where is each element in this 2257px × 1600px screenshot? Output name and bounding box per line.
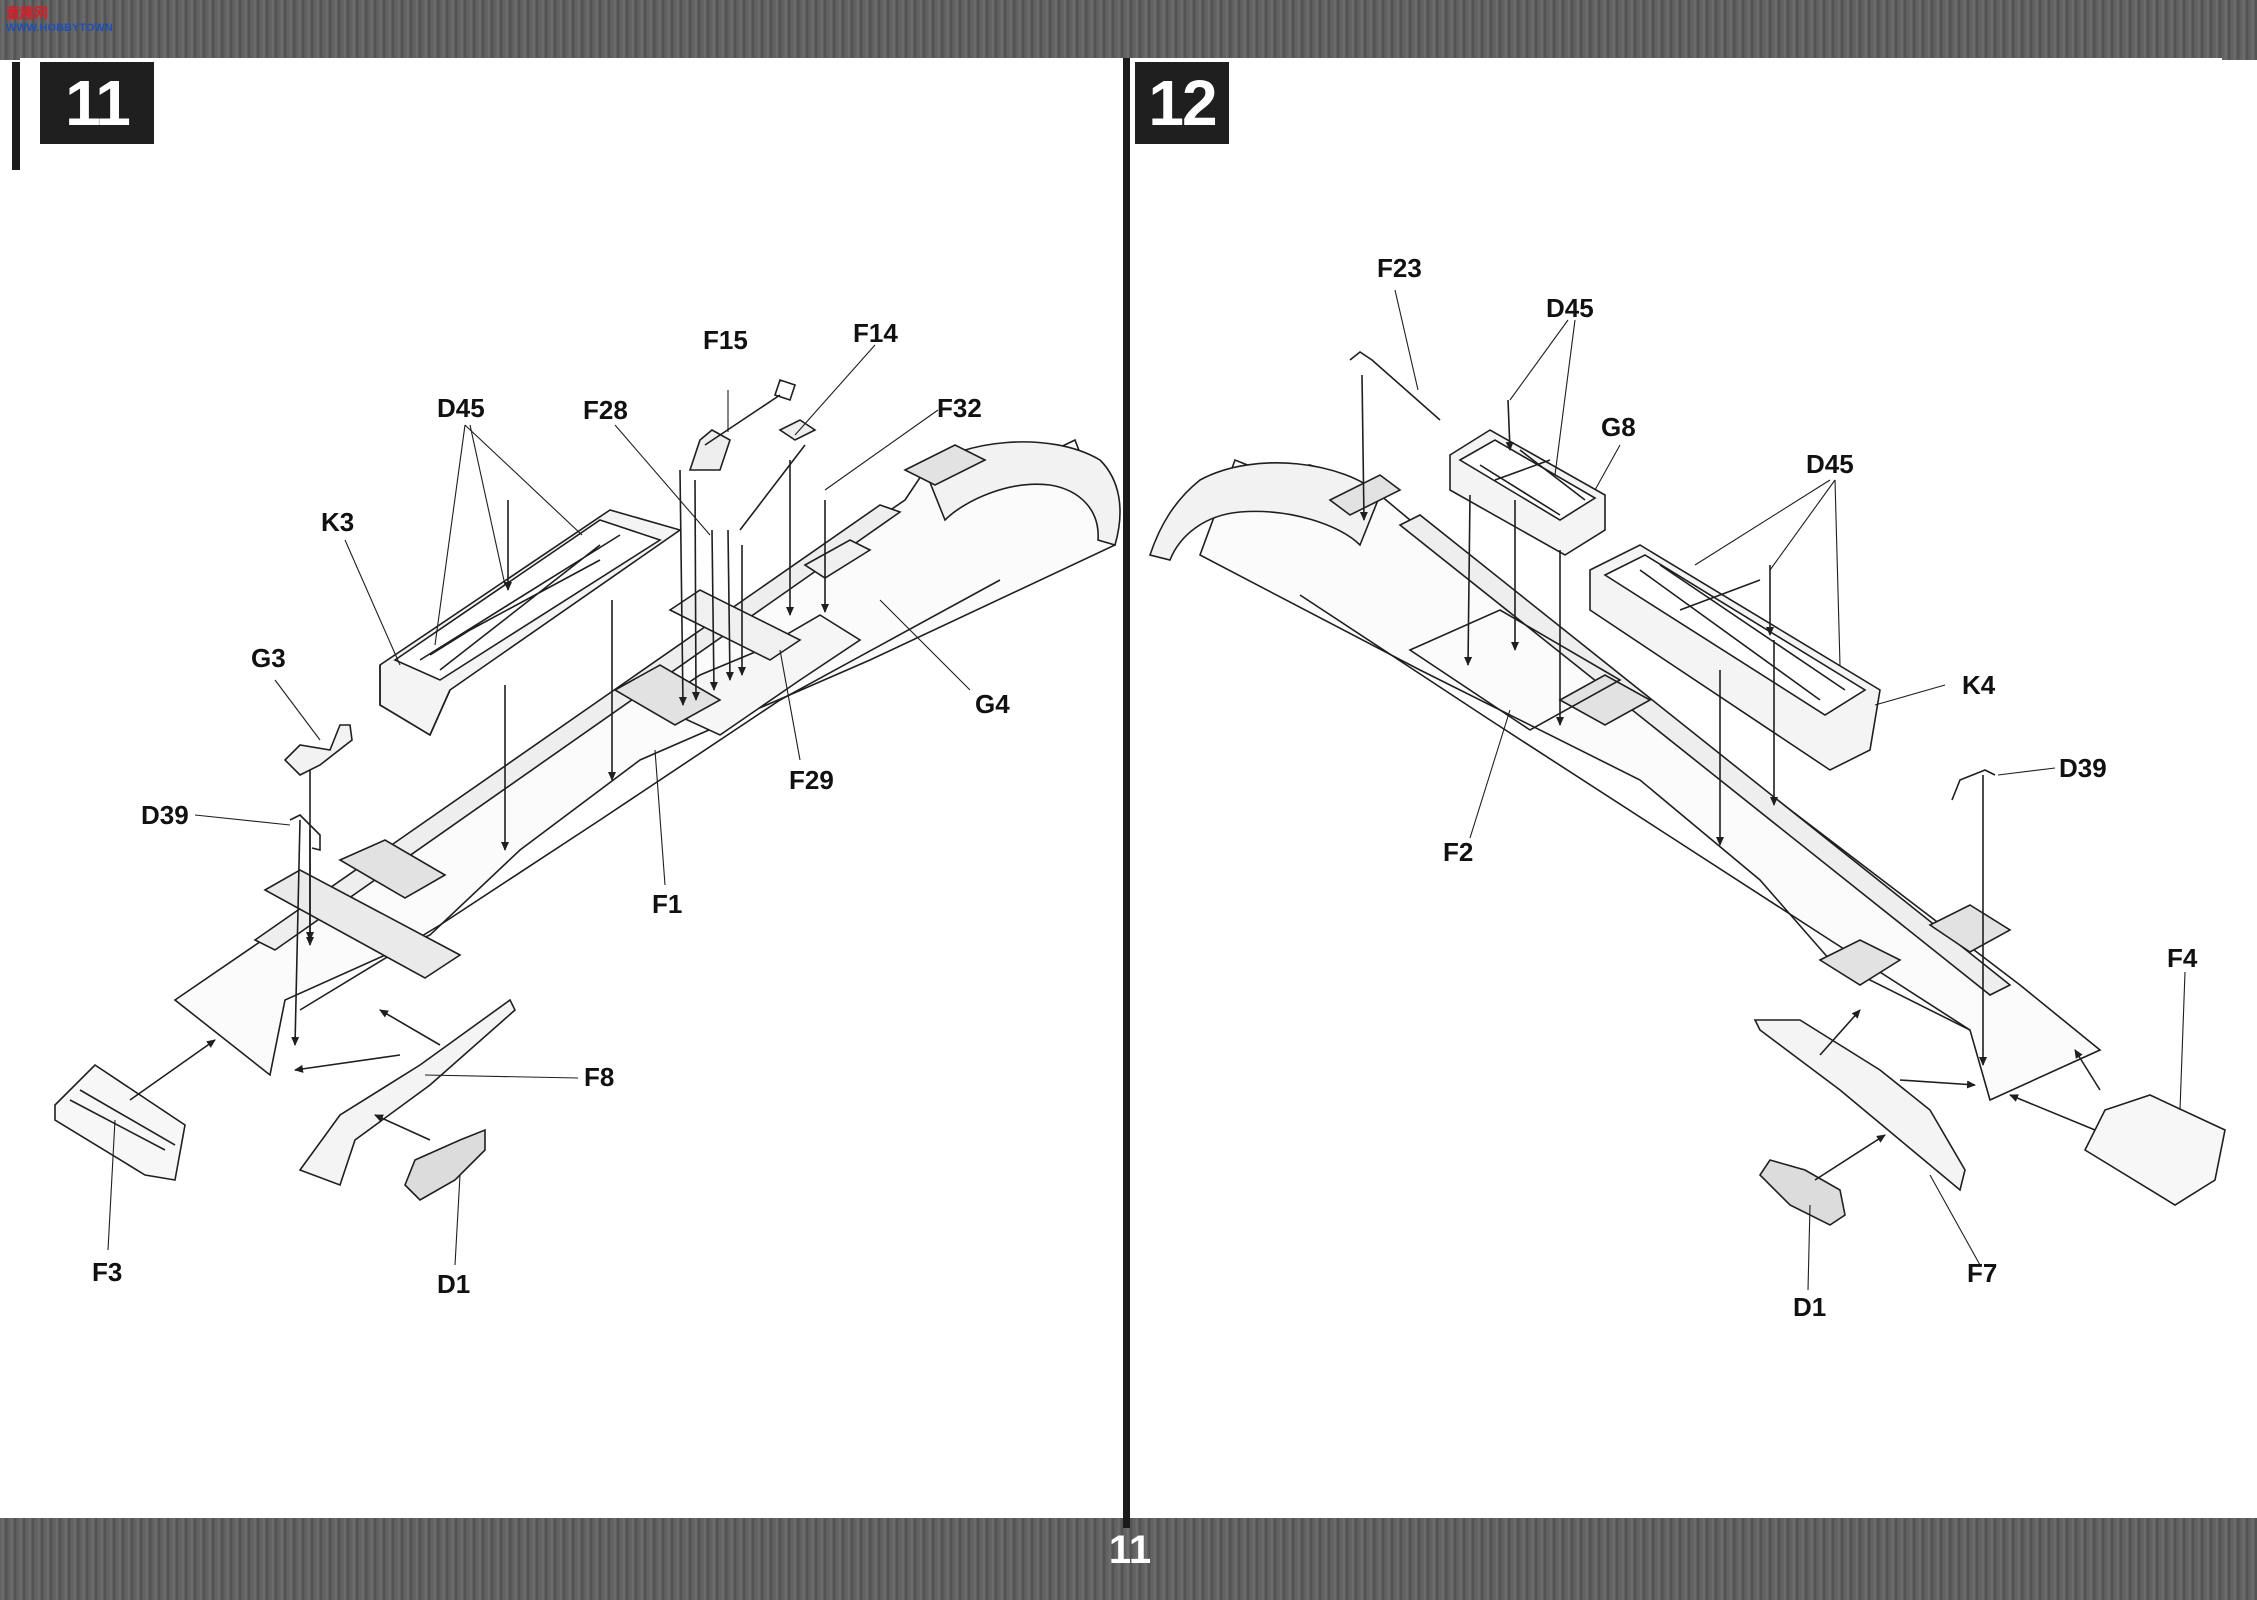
edge-mark: [12, 62, 20, 170]
plate-f3: [54, 1063, 186, 1181]
step12-assembly: [1148, 289, 2226, 1291]
label-f2: F2: [1443, 837, 1474, 867]
floor-raised-edge-right: [1398, 514, 2012, 996]
label-d45-top: D45: [1546, 293, 1594, 323]
light-g3: [283, 724, 353, 776]
hinge-strip-2: [338, 839, 447, 899]
label-f29: F29: [789, 765, 834, 795]
label-d45-left: D45: [437, 393, 485, 423]
arrow-d45-top: [1505, 399, 1514, 451]
label-f14: F14: [853, 318, 898, 348]
label-f32: F32: [937, 393, 982, 423]
label-d39-left: D39: [141, 800, 189, 830]
fender-arch-right: [1148, 462, 1381, 561]
stowage-x-brace: [419, 534, 621, 671]
tow-d1-right: [1758, 1159, 1846, 1226]
page-spine-divider: [1123, 58, 1130, 1528]
label-g3: G3: [251, 643, 286, 673]
step-number-12: 12: [1135, 62, 1229, 144]
label-d1-right: D1: [1793, 1292, 1827, 1322]
bracket-d39-left: [289, 814, 321, 852]
label-d39-right: D39: [2059, 753, 2107, 783]
arrow-d1: [374, 1114, 431, 1141]
logo-text: 童趣网: [6, 5, 48, 21]
light-g4: [803, 539, 872, 579]
label-d45-right: D45: [1806, 449, 1854, 479]
arrow-g8-a: [1464, 494, 1473, 666]
step11-assembly: [54, 344, 1121, 1266]
label-f15: F15: [703, 325, 748, 355]
arrow-d39-left: [291, 819, 301, 1046]
label-f4: F4: [2167, 943, 2198, 973]
floor-panel-f2: [1199, 458, 2102, 1102]
label-d1-left: D1: [437, 1269, 471, 1299]
arrow-f3: [129, 1039, 216, 1101]
shovel-f15: [688, 429, 731, 471]
fender-arch-left: [924, 441, 1121, 546]
label-f28: F28: [583, 395, 628, 425]
rod-f23: [1349, 351, 1441, 421]
top-scan-band: [0, 0, 2257, 60]
hinge-strip-r1: [1928, 904, 2012, 953]
label-f3: F3: [92, 1257, 123, 1287]
arrow-f23: [1359, 374, 1368, 521]
mudguard-f7: [1753, 1019, 1966, 1192]
arrow-d1-right: [1814, 1134, 1886, 1181]
hinge-strip-r3: [1558, 674, 1652, 726]
arrow-f7-b: [1819, 1009, 1861, 1056]
label-f8: F8: [584, 1062, 615, 1092]
bracket-f29: [668, 589, 802, 661]
label-g8: G8: [1601, 412, 1636, 442]
label-f23: F23: [1377, 253, 1422, 283]
label-k3: K3: [321, 507, 355, 537]
arrow-f8-a: [294, 1054, 401, 1073]
tow-d1-left: [404, 1128, 486, 1201]
arrow-f8-b: [379, 1009, 441, 1046]
mudguard-f8: [298, 998, 516, 1187]
label-k4: K4: [1962, 670, 1996, 700]
arrow-f4-a: [2009, 1094, 2096, 1131]
step-number-11: 11: [40, 62, 154, 144]
label-g4: G4: [975, 689, 1010, 719]
hinge-strip-1: [263, 869, 462, 979]
shovel-f14: [739, 419, 817, 531]
arrow-f4-b: [2074, 1049, 2101, 1091]
arrow-f7-a: [1899, 1079, 1976, 1089]
hinge-strip-4: [903, 444, 987, 486]
label-f7: F7: [1967, 1258, 1998, 1288]
stowage-x-brace-right: [1639, 564, 1846, 701]
hinge-strip-3: [613, 664, 722, 726]
page-number: 11: [1108, 1528, 1152, 1572]
bottom-scan-band: [0, 1518, 2257, 1600]
plate-f4: [2083, 1094, 2226, 1206]
bracket-d39-right: [1951, 769, 1996, 801]
hinge-strip-r2: [1818, 939, 1902, 986]
hatch-frame-right: [1408, 609, 1622, 731]
label-f1: F1: [652, 889, 683, 919]
